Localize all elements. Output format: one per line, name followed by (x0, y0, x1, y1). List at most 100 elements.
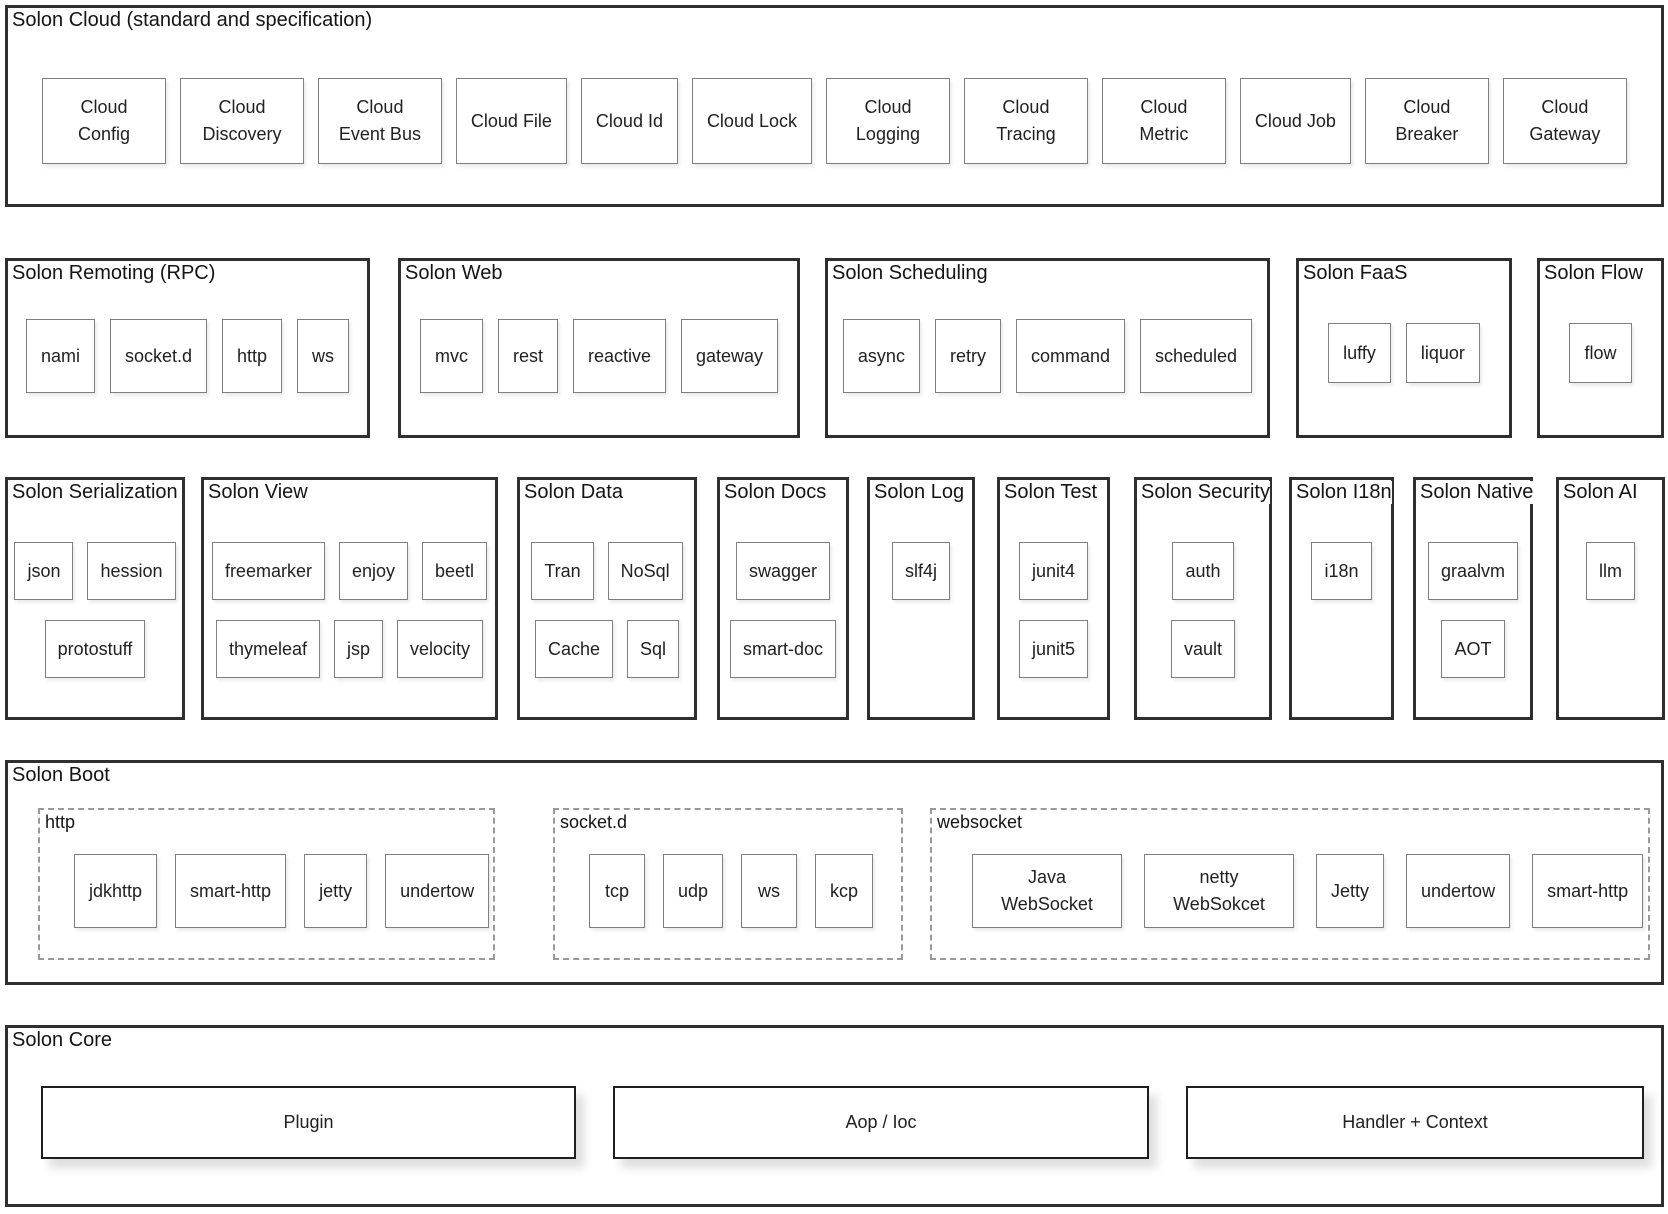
box-row: graalvm (1427, 542, 1519, 600)
section-title: Solon View (208, 481, 308, 504)
section-title: Solon Test (1004, 481, 1098, 504)
component-box: Cloud File (455, 78, 567, 164)
component-box: Cloud Gateway (1502, 78, 1627, 164)
component-box: rest (497, 319, 558, 393)
section-title: Solon Serialization (12, 481, 178, 504)
log-item-list: slf4j (873, 542, 969, 600)
component-box: junit4 (1018, 542, 1089, 600)
component-box: thymeleaf (215, 620, 320, 678)
section-solon-flow: Solon Flow flow (1537, 258, 1664, 438)
component-box: kcp (815, 854, 874, 928)
group-title: http (45, 812, 76, 832)
box-row: i18n (1311, 542, 1372, 600)
component-box: Cloud Id (580, 78, 678, 164)
component-box: mvc (419, 319, 483, 393)
flow-item-list: flow (1540, 261, 1661, 383)
component-box: swagger (735, 542, 831, 600)
component-box: nami (25, 319, 95, 393)
component-box: Cloud Metric (1101, 78, 1226, 164)
component-box: slf4j (891, 542, 950, 600)
section-solon-log: Solon Log slf4j (867, 477, 975, 720)
component-box: http (222, 319, 283, 393)
component-box: Cloud Config (42, 78, 166, 164)
component-box: graalvm (1427, 542, 1519, 600)
section-title: Solon Security (1141, 481, 1270, 504)
component-box: luffy (1328, 323, 1391, 383)
component-box: jsp (334, 620, 384, 678)
component-box: Cloud Event Bus (317, 78, 442, 164)
test-item-list: junit4 junit5 (1003, 542, 1104, 678)
section-solon-i18n: Solon I18n i18n (1289, 477, 1394, 720)
section-title: Solon Log (874, 481, 965, 504)
section-title: Solon Native (1420, 481, 1534, 504)
component-box: smart-http (1532, 854, 1644, 928)
component-box: jetty (304, 854, 368, 928)
section-solon-ai: Solon AI llm (1556, 477, 1665, 720)
section-solon-security: Solon Security auth vault (1134, 477, 1272, 720)
component-box: Cloud Breaker (1364, 78, 1489, 164)
box-row: vault (1170, 620, 1236, 678)
component-box: Aop / Ioc (613, 1086, 1149, 1159)
section-solon-test: Solon Test junit4 junit5 (997, 477, 1110, 720)
component-box: Tran (531, 542, 594, 600)
component-box: liquor (1405, 323, 1480, 383)
component-box: junit5 (1018, 620, 1089, 678)
section-title: Solon Docs (724, 481, 827, 504)
component-box: freemarker (211, 542, 325, 600)
component-box: reactive (572, 319, 666, 393)
docs-item-list: swagger smart-doc (723, 542, 843, 678)
box-row: swagger (735, 542, 831, 600)
component-box: Cloud Job (1239, 78, 1351, 164)
box-row: junit4 (1018, 542, 1089, 600)
component-box: udp (663, 854, 724, 928)
ai-item-list: llm (1562, 542, 1659, 600)
component-box: socket.d (109, 319, 208, 393)
component-box: ws (741, 854, 798, 928)
section-title: Solon Remoting (RPC) (12, 262, 216, 285)
component-box: beetl (422, 542, 488, 600)
component-box: gateway (681, 319, 779, 393)
component-box: async (842, 319, 920, 393)
section-title: Solon Web (405, 262, 503, 285)
security-item-list: auth vault (1140, 542, 1266, 678)
component-box: Java WebSocket (972, 854, 1122, 928)
component-box: Jetty (1316, 854, 1385, 928)
component-box: tcp (589, 854, 645, 928)
section-title: Solon AI (1563, 481, 1638, 504)
component-box: NoSql (607, 542, 683, 600)
component-box: scheduled (1139, 319, 1253, 393)
section-title: Solon Data (524, 481, 623, 504)
section-title: Solon Boot (12, 764, 110, 787)
component-box: smart-doc (729, 620, 836, 678)
component-box: ws (297, 319, 350, 393)
box-row: AOT (1441, 620, 1505, 678)
component-box: undertow (1406, 854, 1511, 928)
section-solon-cloud: Solon Cloud (standard and specification)… (5, 5, 1664, 207)
component-box: auth (1172, 542, 1234, 600)
section-title: Solon Cloud (standard and specification) (12, 9, 373, 32)
group-title: socket.d (560, 812, 628, 832)
component-box: hession (87, 542, 176, 600)
component-box: Cloud Lock (691, 78, 812, 164)
